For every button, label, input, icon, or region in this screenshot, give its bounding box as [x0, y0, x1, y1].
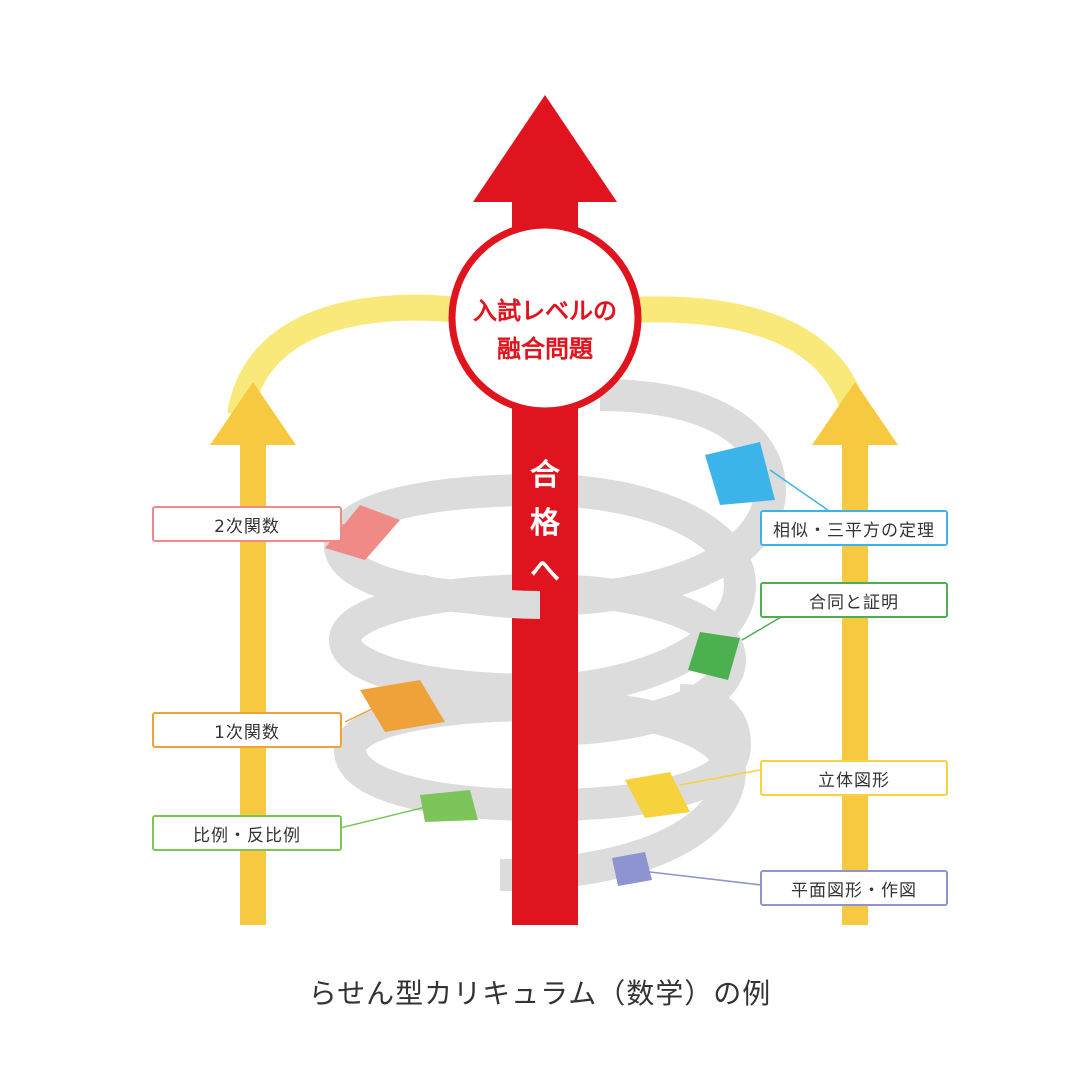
right-yellow-arrow: [812, 382, 898, 925]
segment-proportion: [420, 790, 478, 822]
diagram-caption: らせん型カリキュラム（数学）の例: [308, 977, 772, 1010]
label-congruence: 合同と証明: [760, 582, 948, 618]
segment-linear: [360, 680, 445, 732]
segment-plane: [612, 852, 652, 886]
arrow-char-2: 格: [530, 506, 560, 541]
goal-circle: [448, 221, 642, 415]
segment-solid: [625, 772, 690, 818]
arrow-char-3: へ: [530, 554, 560, 589]
label-linear: 1次関数: [152, 712, 342, 748]
yellow-arc: [227, 294, 868, 419]
segment-similarity: [705, 442, 775, 505]
goal-line-2: 融合問題: [497, 335, 593, 363]
goal-line-1: 入試レベルの: [473, 297, 617, 325]
label-similarity: 相似・三平方の定理: [760, 510, 948, 546]
label-solid: 立体図形: [760, 760, 948, 796]
segment-quadratic: [325, 505, 400, 560]
arrow-char-1: 合: [530, 458, 560, 493]
label-plane: 平面図形・作図: [760, 870, 948, 906]
spiral-front-segment: [415, 574, 541, 619]
arrow-vertical-text: 合 格 へ: [525, 452, 565, 596]
goal-text: 入試レベルの 融合問題: [450, 292, 640, 368]
label-proportion: 比例・反比例: [152, 815, 342, 851]
segment-congruence: [688, 632, 740, 680]
label-quadratic: 2次関数: [152, 506, 342, 542]
